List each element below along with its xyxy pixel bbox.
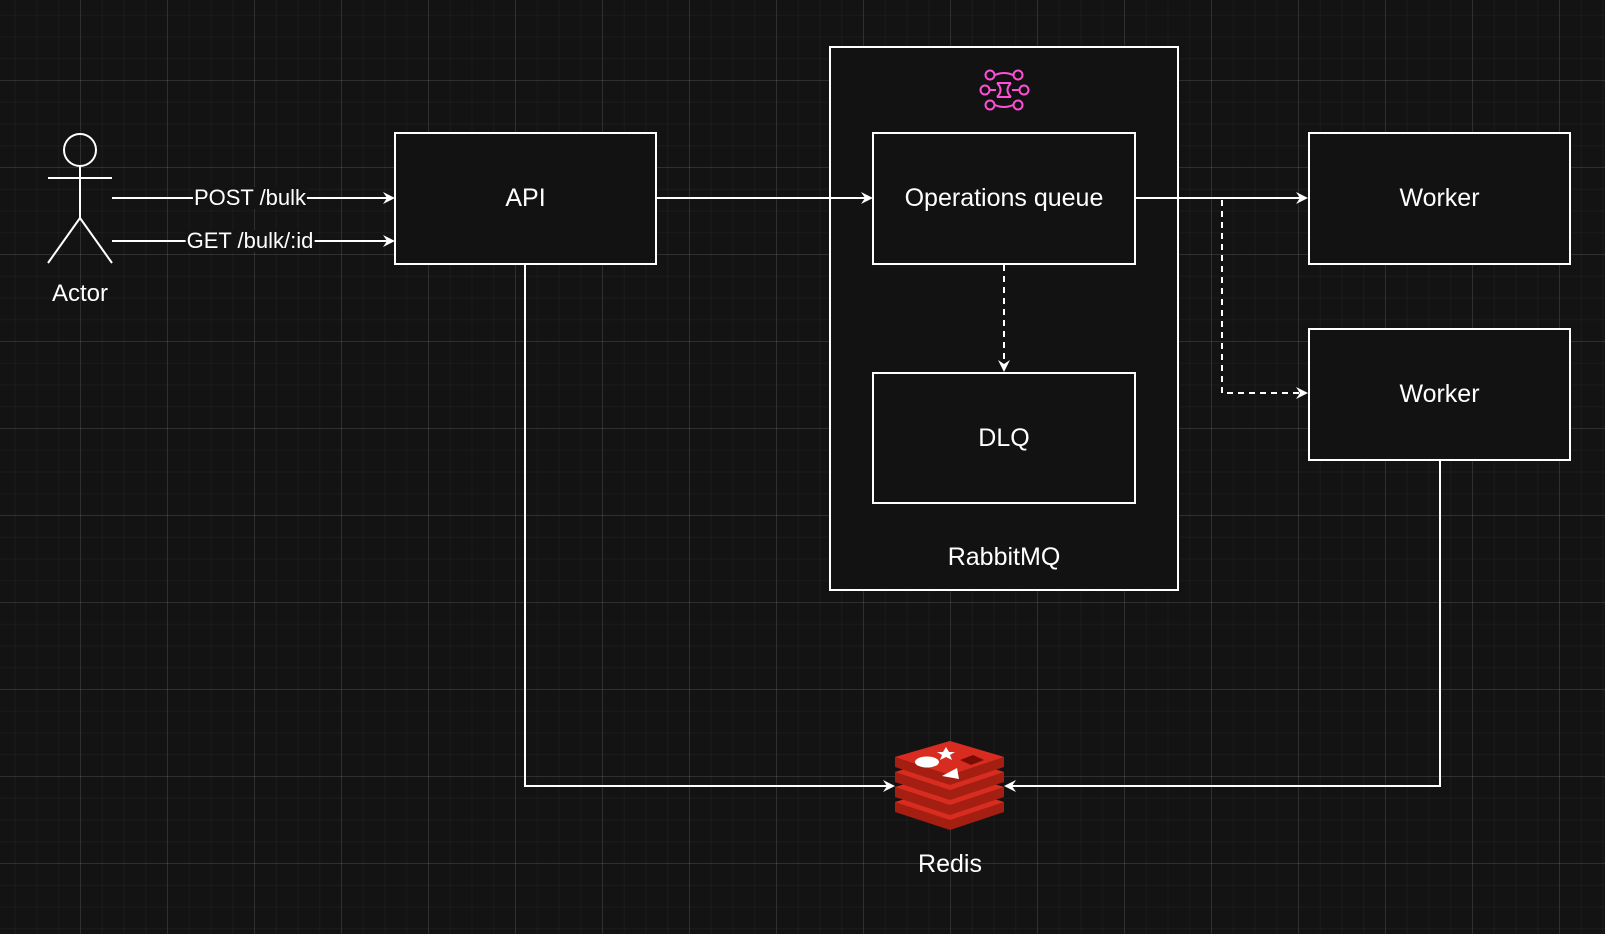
worker-2-node[interactable]: Worker (1308, 328, 1571, 461)
actor-label: Actor (51, 280, 109, 307)
rabbitmq-label: RabbitMQ (947, 543, 1061, 571)
edge-worker-2-to-redis[interactable] (1004, 461, 1441, 792)
amazon-mq-broker-icon (979, 69, 1030, 111)
worker-1-node[interactable]: Worker (1308, 132, 1571, 265)
edge-label-post-bulk: POST /bulk (192, 185, 308, 210)
edge-label-get-bulk-id: GET /bulk/:id (185, 228, 315, 253)
dlq-node[interactable]: DLQ (872, 372, 1136, 504)
redis-logo-icon (895, 741, 1004, 830)
dlq-node-label: DLQ (978, 423, 1030, 452)
api-node[interactable]: API (394, 132, 657, 265)
actor-icon[interactable] (47, 133, 113, 264)
api-node-label: API (505, 184, 546, 212)
edge-api-to-redis[interactable] (524, 265, 895, 792)
worker-1-node-label: Worker (1399, 184, 1480, 212)
worker-2-node-label: Worker (1399, 380, 1480, 408)
operations-queue-node-label: Operations queue (904, 184, 1104, 212)
operations-queue-node[interactable]: Operations queue (872, 132, 1136, 265)
redis-label: Redis (918, 850, 982, 878)
edge-queue-to-worker-2[interactable] (1136, 197, 1308, 399)
